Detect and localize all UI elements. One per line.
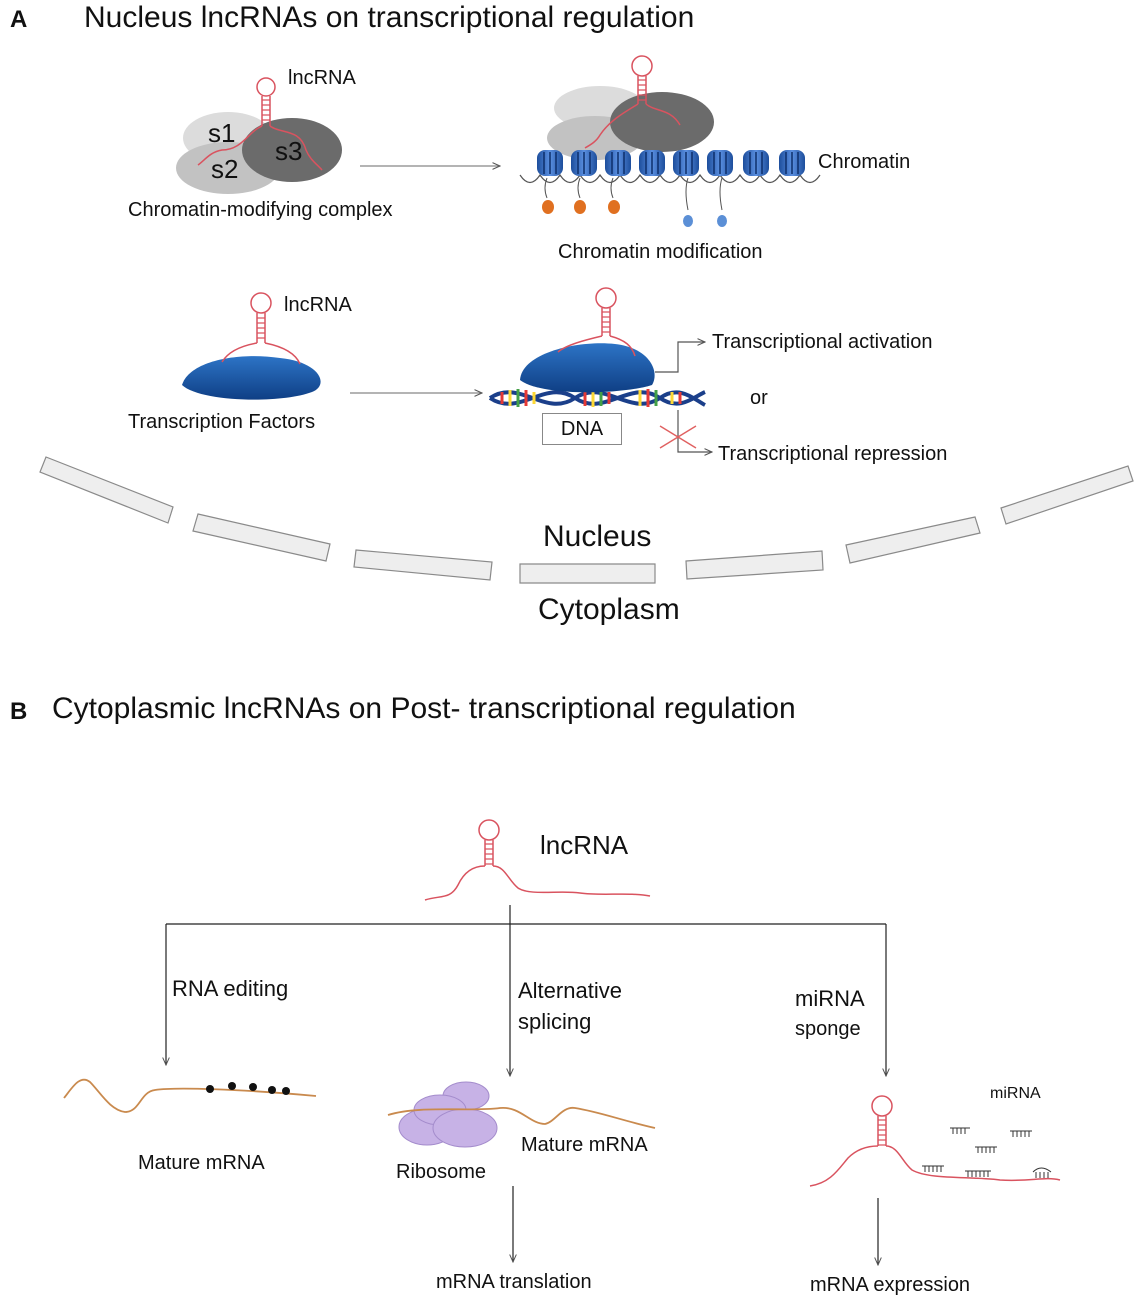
panel-b-letter: B (10, 698, 28, 725)
nucleosome (571, 150, 597, 176)
dna-helix (488, 389, 706, 407)
histone-marks (542, 177, 727, 227)
expression-label: mRNA expression (810, 1274, 971, 1296)
mature-mrna-mid-label: Mature mRNA (521, 1134, 648, 1156)
branch-mirna: miRNA (795, 986, 865, 1011)
nucleus-label: Nucleus (543, 520, 652, 553)
nuclear-membrane (39, 456, 1134, 584)
translation-label: mRNA translation (436, 1271, 592, 1293)
panel-a-letter: A (10, 6, 28, 33)
chromatin-complex-bound (547, 55, 714, 160)
branch-rna-editing: RNA editing (172, 976, 289, 1001)
subunit-s2: s2 (211, 154, 239, 184)
lncrna-b-label: lncRNA (540, 830, 629, 860)
mature-mrna-edited (63, 1078, 317, 1113)
lncrna-top-b (424, 819, 651, 901)
repression-cross (659, 425, 697, 449)
mirna-sponge (809, 1095, 1061, 1187)
activation-label: Transcriptional activation (712, 331, 933, 353)
repression-label: Transcriptional repression (718, 443, 948, 465)
transcription-factor (182, 292, 321, 400)
cytoplasm-label: Cytoplasm (538, 593, 680, 626)
nucleosome (743, 150, 769, 176)
complex-lncrna-label: lncRNA (288, 67, 356, 89)
dna-label-box: DNA (542, 413, 622, 445)
ribosome (387, 1081, 656, 1148)
subunit-s1: s1 (208, 118, 236, 148)
mature-mrna-left-label: Mature mRNA (138, 1152, 265, 1174)
nucleosome (707, 150, 733, 176)
nucleosome (605, 150, 631, 176)
repression-arrow (677, 410, 712, 452)
nucleosome (639, 150, 665, 176)
panel-a-title: Nucleus lncRNAs on transcriptional regul… (84, 1, 695, 34)
chromatin-caption: Chromatin modification (558, 241, 763, 263)
panel-b-title: Cytoplasmic lncRNAs on Post- transcripti… (52, 692, 796, 725)
complex-caption: Chromatin-modifying complex (128, 199, 393, 221)
tf-caption: Transcription Factors (128, 411, 316, 433)
or-label: or (750, 387, 768, 409)
branch-alternative: Alternative (518, 978, 622, 1003)
chromatin-label: Chromatin (818, 151, 911, 173)
chromatin-modifying-complex (176, 77, 342, 194)
nucleosome (673, 150, 699, 176)
tf-lncrna-label: lncRNA (284, 294, 352, 316)
nucleosome (537, 150, 563, 176)
mirna-label: miRNA (990, 1085, 1041, 1102)
branch-tree (166, 905, 886, 1076)
branch-splicing: splicing (518, 1009, 592, 1034)
branch-sponge: sponge (795, 1018, 861, 1040)
dna-bound-tf (520, 287, 655, 393)
nucleosome-array (519, 150, 821, 184)
nucleosome (779, 150, 805, 176)
dna-label: DNA (560, 417, 604, 440)
ribosome-label: Ribosome (396, 1161, 487, 1183)
activation-arrow (655, 342, 705, 373)
subunit-s3: s3 (275, 136, 303, 166)
